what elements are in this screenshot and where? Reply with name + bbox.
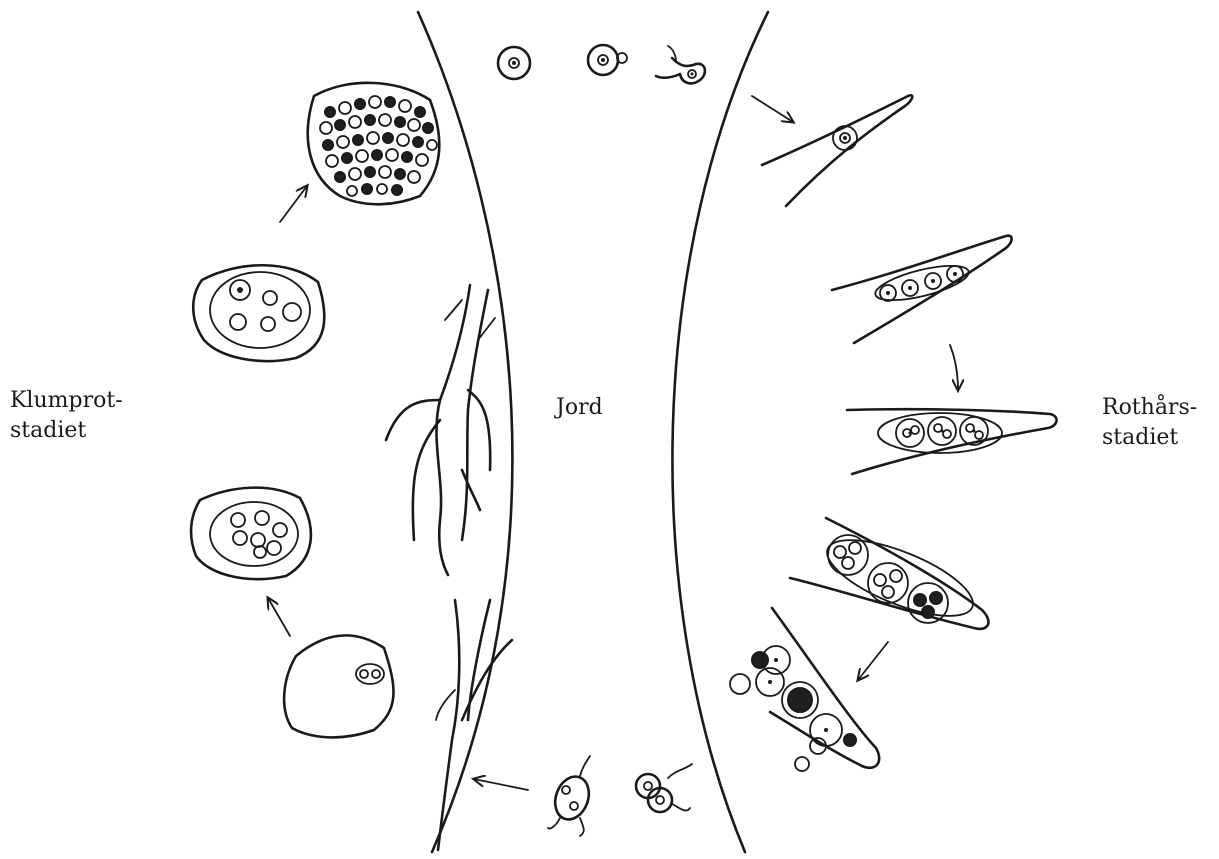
root-hair-zoosporangia [790,518,988,631]
arrow-to-root-hair-1 [752,96,793,122]
root-hair-infection-1 [762,95,912,206]
infected-root-upper [386,285,495,575]
zoospore-pair [548,756,595,836]
host-cell-multinucleate [191,488,311,579]
resting-spore-mass [308,83,440,204]
arrow-to-root [474,779,528,790]
arrow-left-2 [280,186,307,222]
resting-spore-grid [320,96,437,196]
secondary-zoospores [636,764,692,812]
primary-zoospore [656,46,705,83]
root-hair-zoospore-release [730,608,879,771]
germinating-spore [588,45,627,75]
host-cell-plasmodium [284,635,393,737]
host-cell-cluster [193,265,324,361]
root-hair-infection-3 [847,409,1057,474]
resting-spore-1 [498,47,530,79]
soil-boundary-right [672,12,768,852]
arrow-to-release [858,642,888,680]
arrow-to-root-hair-3 [950,345,958,390]
root-hair-infection-2 [832,236,1012,343]
arrow-left-1 [268,598,290,636]
